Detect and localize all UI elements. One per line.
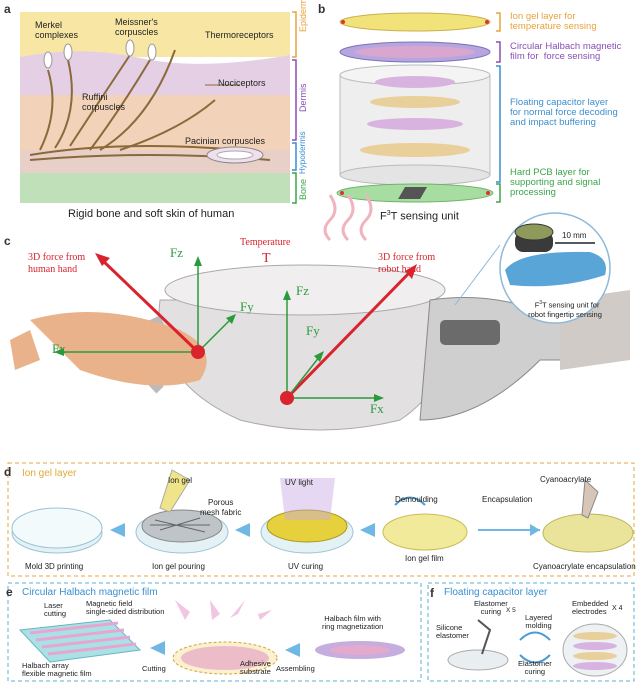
robot-force-label: 3D force from robot hand bbox=[378, 252, 436, 275]
step-pouring: Ion gel pouring bbox=[152, 562, 205, 571]
note-halbach: Circular Halbach magnetic film for force… bbox=[510, 41, 622, 62]
right-fy: Fy bbox=[306, 323, 320, 338]
panel-f-frame bbox=[427, 582, 635, 682]
note-ion-gel: Ion gel layer for temperature sensing bbox=[510, 11, 597, 32]
caption-suffix: T sensing unit bbox=[390, 210, 459, 223]
label-merkel: Merkel complexes bbox=[35, 20, 79, 40]
label-nociceptors: Nociceptors bbox=[218, 78, 266, 88]
note-cutting: Cutting bbox=[142, 664, 166, 673]
note-elastomer-top: Elastomer curing bbox=[474, 599, 508, 616]
note-silicone: Silicone elastomer bbox=[436, 623, 469, 640]
note-laser: Laser cutting bbox=[44, 601, 67, 618]
note-ion-gel-drop: Ion gel bbox=[168, 476, 193, 485]
note-ring: Halbach film with ring magnetization bbox=[322, 614, 384, 631]
note-porous: Porous mesh fabric bbox=[200, 498, 242, 517]
panel-c-letter: c bbox=[4, 234, 11, 248]
left-fz: Fz bbox=[170, 245, 183, 260]
note-demoulding: Demoulding bbox=[395, 495, 438, 504]
note-encapsulation: Encapsulation bbox=[482, 495, 533, 504]
note-capacitor: Floating capacitor layer for normal forc… bbox=[510, 97, 618, 128]
layer-hypodermis: Hypodermis bbox=[298, 131, 307, 174]
panel-b-letter: b bbox=[318, 2, 326, 16]
label-pacinian: Pacinian corpuscles bbox=[185, 136, 266, 146]
step-mold: Mold 3D printing bbox=[25, 562, 84, 571]
note-elastomer-bottom: Elastomer curing bbox=[518, 659, 552, 676]
caption-f: F bbox=[380, 210, 387, 223]
right-fx: Fx bbox=[370, 401, 384, 416]
step-encapsulation: Cyanoacrylate encapsulation bbox=[533, 562, 636, 571]
sensor-stack bbox=[336, 12, 494, 203]
panel-b-brackets bbox=[496, 12, 501, 203]
note-cyano: Cyanoacrylate bbox=[540, 475, 592, 484]
temperature-label: Temperature bbox=[240, 237, 291, 248]
panel-a-caption: Rigid bone and soft skin of human bbox=[68, 208, 235, 220]
inset-f: F bbox=[534, 300, 540, 310]
label-meissner: Meissner's corpuscles bbox=[115, 17, 159, 37]
note-pcb: Hard PCB layer for supporting and signal… bbox=[510, 167, 601, 198]
layer-bone: Bone bbox=[298, 178, 308, 200]
panel-d-letter: d bbox=[4, 465, 12, 479]
note-adhesive: Adhesive substrate bbox=[240, 659, 271, 676]
panel-a-letter: a bbox=[4, 2, 11, 16]
halbach-process bbox=[18, 600, 405, 675]
note-field: Magnetic field single-sided distribution bbox=[86, 599, 165, 616]
note-x5: X 5 bbox=[506, 607, 516, 614]
panel-e-letter: e bbox=[6, 585, 13, 599]
note-layered: Layered molding bbox=[525, 613, 553, 630]
note-uv: UV light bbox=[285, 478, 314, 487]
temperature-T: T bbox=[262, 251, 271, 266]
force-vectors bbox=[54, 253, 417, 405]
note-array: Halbach array flexible magnetic film bbox=[22, 661, 92, 678]
panel-e-title: Circular Halbach magnetic film bbox=[22, 587, 158, 598]
fingertip-inset bbox=[454, 212, 611, 324]
inset-caption: F3T sensing unit for robot fingertip sen… bbox=[520, 290, 610, 319]
panel-f-title: Floating capacitor layer bbox=[444, 587, 548, 598]
panel-e-frame bbox=[7, 582, 422, 682]
label-thermo: Thermoreceptors bbox=[205, 30, 274, 40]
note-assembling: Assembling bbox=[276, 664, 315, 673]
caption-sup: 3 bbox=[386, 210, 391, 217]
human-force-label: 3D force from human hand bbox=[28, 252, 86, 275]
capacitor-process bbox=[447, 619, 628, 677]
skin-illustration bbox=[20, 12, 290, 203]
note-embedded: Embedded electrodes bbox=[572, 599, 609, 616]
scale-bar-label: 10 mm bbox=[562, 231, 587, 240]
note-x4: X 4 bbox=[612, 605, 623, 612]
panel-b-caption: F3T sensing unit bbox=[380, 209, 459, 222]
layer-bracket bbox=[292, 11, 297, 204]
layer-epidermis: Epidermis bbox=[298, 0, 308, 32]
panel-f-letter: f bbox=[430, 586, 434, 600]
layer-dermis: Dermis bbox=[298, 83, 308, 113]
inset-sup: 3 bbox=[539, 300, 543, 306]
panel-d-frame bbox=[7, 462, 635, 577]
left-fy: Fy bbox=[240, 299, 254, 314]
step-uv-curing: UV curing bbox=[288, 562, 324, 571]
right-fz: Fz bbox=[296, 283, 309, 298]
inset-suffix: T sensing unit for robot fingertip sensi… bbox=[528, 300, 602, 319]
label-ruffini: Ruffini corpuscles bbox=[82, 92, 126, 112]
step-film: Ion gel film bbox=[405, 554, 444, 563]
ion-gel-process bbox=[11, 469, 634, 554]
panel-d-title: Ion gel layer bbox=[22, 468, 77, 479]
left-fx: Fx bbox=[52, 341, 66, 356]
